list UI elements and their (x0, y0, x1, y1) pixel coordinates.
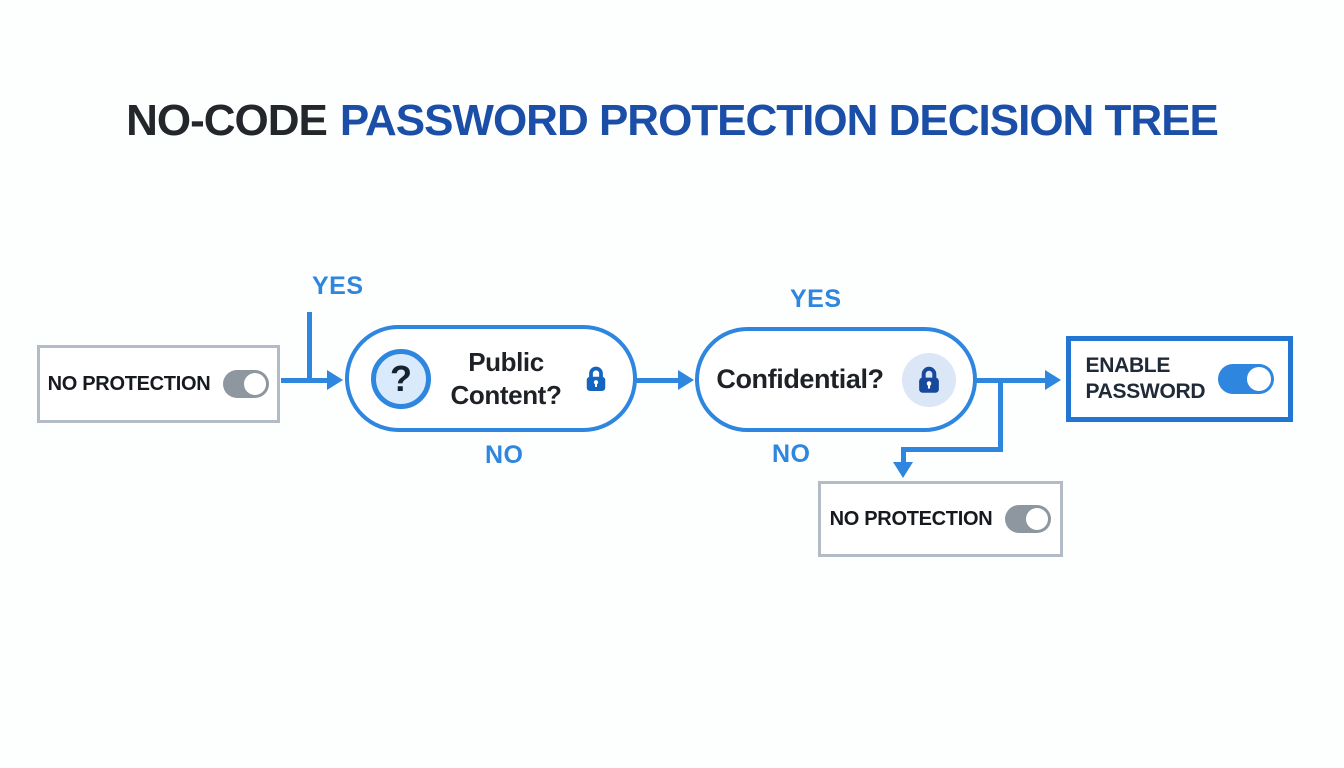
lock-badge (901, 352, 956, 407)
arrowhead-right-icon (1045, 370, 1061, 390)
toggle-on-switch[interactable] (1217, 364, 1274, 394)
arrowhead-right-icon (678, 370, 694, 390)
edge-label-yes2: YES (790, 285, 842, 313)
node-decision-confidential: Confidential? (695, 327, 977, 432)
node-start-no-protection: NO PROTECTION (37, 345, 280, 423)
decision-label: Public Content? (450, 347, 562, 410)
edge-decision1-to-decision2 (636, 378, 678, 383)
lock-icon (918, 366, 939, 393)
lock-icon (586, 366, 606, 391)
toggle-knob (244, 373, 267, 395)
node-label: NO PROTECTION (47, 372, 211, 395)
node-enable-password: ENABLE PASSWORD (1066, 336, 1293, 422)
arrowhead-down-icon (893, 462, 913, 478)
arrowhead-right-icon (327, 370, 343, 390)
toggle-knob (1026, 508, 1049, 530)
decision-label: Confidential? (716, 363, 884, 394)
edge-label-yes1: YES (312, 272, 364, 300)
node-label: ENABLE PASSWORD (1085, 354, 1206, 403)
title-main: PASSWORD PROTECTION DECISION TREE (339, 96, 1219, 145)
node-label: NO PROTECTION (829, 507, 993, 530)
yes1-branch-line (307, 312, 312, 381)
edge-start-to-decision1 (281, 378, 327, 383)
toggle-off-switch[interactable] (1005, 505, 1052, 533)
edge-decision2-to-enable (976, 378, 1045, 383)
edge-label-no1: NO (485, 441, 524, 469)
toggle-off-switch[interactable] (223, 370, 270, 398)
toggle-knob (1246, 367, 1271, 391)
node-end-no-protection: NO PROTECTION (818, 481, 1063, 557)
edge-label-no2: NO (772, 440, 811, 468)
title-prefix: NO-CODE (126, 96, 328, 145)
question-icon: ? (371, 348, 431, 409)
edge-branch-final-segment (901, 450, 906, 463)
edge-branch-down-segment (998, 381, 1003, 452)
edge-branch-left-segment (901, 447, 1003, 452)
node-decision-public-content: ? Public Content? (345, 325, 637, 432)
